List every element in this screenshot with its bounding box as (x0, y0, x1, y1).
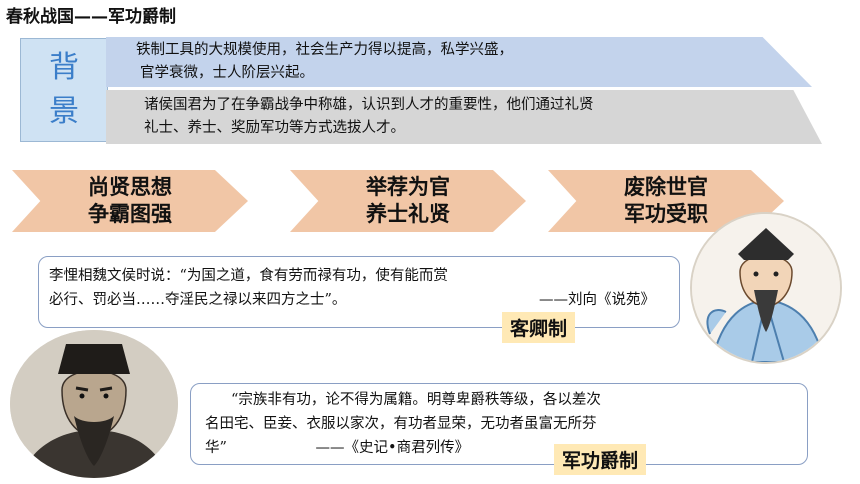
background-label-char-1: 背 (49, 50, 79, 85)
background-band-2-text: 诸侯国君为了在争霸战争中称雄，认识到人才的重要性，他们通过礼贤 礼士、养士、奖励… (144, 94, 594, 140)
portrait-li-kui (690, 212, 842, 364)
background-label-box: 背 景 (20, 38, 108, 142)
chevron-1-line-2: 争霸图强 (88, 202, 172, 226)
chevron-2-line-1: 举荐为官 (366, 175, 450, 199)
chevron-1-line-1: 尚贤思想 (88, 175, 172, 199)
chevron-step-1: 尚贤思想 争霸图强 (12, 170, 248, 232)
quote-1-line-2: 必行、罚必当……夺淫民之禄以来四方之士”。 (49, 292, 347, 308)
background-band-1 (106, 37, 812, 87)
band-2-line-1: 诸侯国君为了在争霸战争中称雄，认识到人才的重要性，他们通过礼贤 (144, 97, 594, 113)
chevron-step-2: 举荐为官 养士礼贤 (290, 170, 526, 232)
portrait-shang-yang-icon (10, 330, 178, 478)
background-band-1-text: 铁制工具的大规模使用，社会生产力得以提高，私学兴盛， 官学衰微，士人阶层兴起。 (136, 39, 513, 85)
chevron-2-line-2: 养士礼贤 (366, 202, 450, 226)
portrait-li-kui-icon (692, 214, 840, 362)
quote-2-line-1: “宗族非有功，论不得为属籍。明尊卑爵秩等级，各以差次 (231, 392, 601, 408)
background-label-char-2: 景 (49, 94, 79, 129)
quote-2-line-3: 华” ——《史记•商君列传》 (205, 436, 601, 460)
chevron-3-line-1: 废除世官 (624, 175, 708, 199)
portrait-shang-yang (10, 330, 178, 478)
quote-box-shang-yang: “宗族非有功，论不得为属籍。明尊卑爵秩等级，各以差次 名田宅、臣妾、衣服以家次，… (190, 383, 808, 465)
quote-1-line-1: 李悝相魏文侯时说：“为国之道，食有劳而禄有功，使有能而赏 (49, 268, 448, 284)
tag-military-merit-system: 军功爵制 (554, 444, 647, 475)
band-1-line-2: 官学衰微，士人阶层兴起。 (140, 65, 314, 81)
quote-2-line-2: 名田宅、臣妾、衣服以家次，有功者显荣，无功者虽富无所芬 (205, 416, 597, 432)
band-1-line-1: 铁制工具的大规模使用，社会生产力得以提高，私学兴盛， (136, 42, 513, 58)
background-band-2 (106, 90, 822, 144)
quote-2-line-3-text: 华” (205, 440, 227, 456)
chevron-3-line-2: 军功受职 (624, 202, 708, 226)
quote-box-li-kui: 李悝相魏文侯时说：“为国之道，食有劳而禄有功，使有能而赏 必行、罚必当……夺淫民… (38, 256, 680, 328)
page-title: 春秋战国——军功爵制 (6, 7, 176, 27)
quote-1-source: ——刘向《说苑》 (539, 292, 655, 308)
quote-2-source: ——《史记•商君列传》 (315, 440, 470, 456)
band-2-line-2: 礼士、养士、奖励军功等方式选拔人才。 (144, 120, 405, 136)
tag-keqing-system: 客卿制 (502, 312, 576, 343)
